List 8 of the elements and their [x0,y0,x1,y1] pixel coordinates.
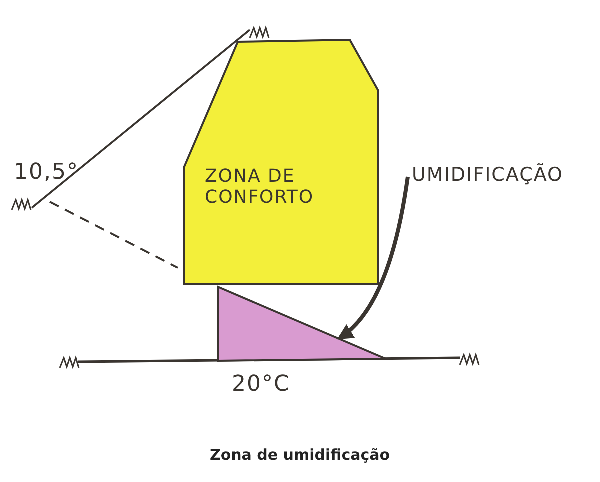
angle-label: 10,5° [14,160,79,185]
triangle-area [216,285,388,363]
comfort-zone-area [183,38,380,286]
figure-caption: Zona de umidificação [208,446,392,464]
curved-arrow [337,176,410,340]
zone-title: ZONA DE CONFORTO [205,166,316,208]
zone-label-text: UMIDIFICAÇÃO [412,164,564,186]
temperature-label: 20°C [232,372,290,397]
